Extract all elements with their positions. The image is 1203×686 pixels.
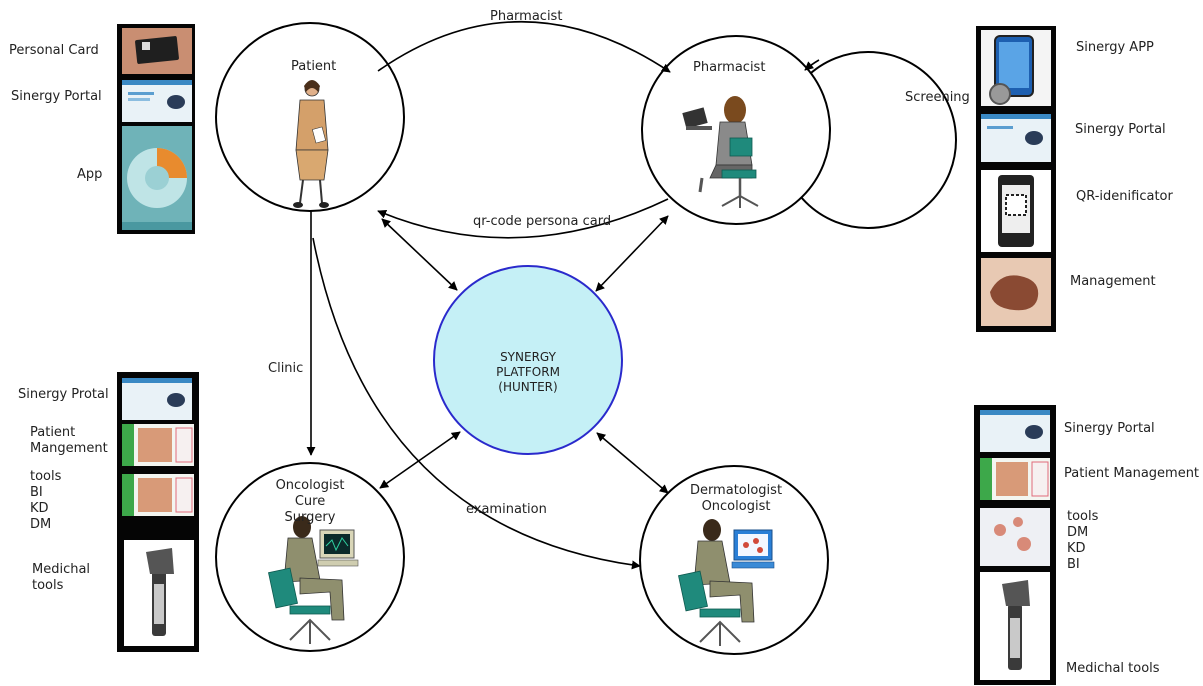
dermatologist-medical-label: Medichal tools <box>1066 661 1160 676</box>
patient-app-label: App <box>77 167 103 182</box>
oncologist-tools-line4: DM <box>30 517 52 532</box>
oncologist-medical-line2: tools <box>32 578 64 593</box>
dermatologist-label-line1: Dermatologist <box>689 483 783 498</box>
oncologist-mgmt-line1: Patient <box>30 425 76 440</box>
edge-patient-platform <box>381 218 458 291</box>
patient-figure <box>293 80 329 208</box>
oncologist-tools-label: tools BI KD DM <box>30 469 61 533</box>
dermatologist-tools-line3: KD <box>1067 541 1086 556</box>
dermatologist-portal-label: Sinergy Portal <box>1064 421 1155 436</box>
pharmacist-portal-label: Sinergy Portal <box>1075 122 1166 137</box>
edge-screening <box>804 59 820 71</box>
oncologist-tools-line2: BI <box>30 485 43 500</box>
platform-node <box>433 265 623 455</box>
dermatologist-tools-label: tools DM KD BI <box>1067 509 1098 573</box>
patient-label: Patient <box>291 59 337 74</box>
oncologist-tools-line3: KD <box>30 501 49 516</box>
pharmacist-figure <box>682 96 759 208</box>
dermatologist-label: Dermatologist Oncologist <box>688 483 784 515</box>
dermatologist-tools-image <box>980 508 1050 566</box>
sinergy-app-label: Sinergy APP <box>1076 40 1154 55</box>
edge-oncologist-platform <box>379 431 461 489</box>
personal-card-label: Personal Card <box>9 43 99 58</box>
dermatologist-tools-line2: DM <box>1067 525 1089 540</box>
oncologist-medical-line1: Medichal <box>32 562 91 577</box>
edge-label-pharmacist: Pharmacist <box>490 9 563 24</box>
oncologist-label: Oncologist Cure Surgery <box>270 478 350 526</box>
dermatologist-tools-line1: tools <box>1067 509 1099 524</box>
edge-label-qr-card: qr-code persona card <box>473 214 612 229</box>
platform-label: SYNERGY PLATFORM (HUNTER) <box>478 350 578 395</box>
edge-label-clinic: Clinic <box>268 361 304 376</box>
platform-label-line2: PLATFORM <box>496 365 560 379</box>
edge-pharmacist-platform <box>595 215 669 292</box>
management-label: Management <box>1070 274 1156 289</box>
pharmacist-label: Pharmacist <box>693 60 766 75</box>
oncologist-label-line1: Oncologist <box>275 478 345 493</box>
dermatologist-figure <box>678 519 775 646</box>
qr-identifier-label: QR-idenificator <box>1076 189 1173 204</box>
edge-label-screening: Screening <box>905 90 970 105</box>
oncologist-label-line2: Cure <box>294 494 326 509</box>
oncologist-mgmt-label: Patient Mangement <box>30 425 108 457</box>
oncologist-portal-label: Sinergy Protal <box>18 387 109 402</box>
edge-examination <box>312 237 641 570</box>
dermatologist-tools-line4: BI <box>1067 557 1080 572</box>
oncologist-figure <box>268 516 359 644</box>
oncologist-medical-label: Medichal tools <box>32 562 90 594</box>
oncologist-mgmt-line2: Mangement <box>30 441 108 456</box>
platform-label-line3: (HUNTER) <box>498 380 558 394</box>
edge-patient-pharmacist <box>377 21 671 73</box>
dermatologist-mgmt-label: Patient Management <box>1064 466 1200 481</box>
platform-label-line1: SYNERGY <box>500 350 556 364</box>
patient-portal-label: Sinergy Portal <box>11 89 102 104</box>
edge-dermatologist-platform <box>596 432 669 494</box>
dermatologist-label-line2: Oncologist <box>701 499 771 514</box>
oncologist-label-line3: Surgery <box>284 510 336 525</box>
oncologist-tools-line1: tools <box>30 469 62 484</box>
edge-label-examination: examination <box>466 502 547 517</box>
